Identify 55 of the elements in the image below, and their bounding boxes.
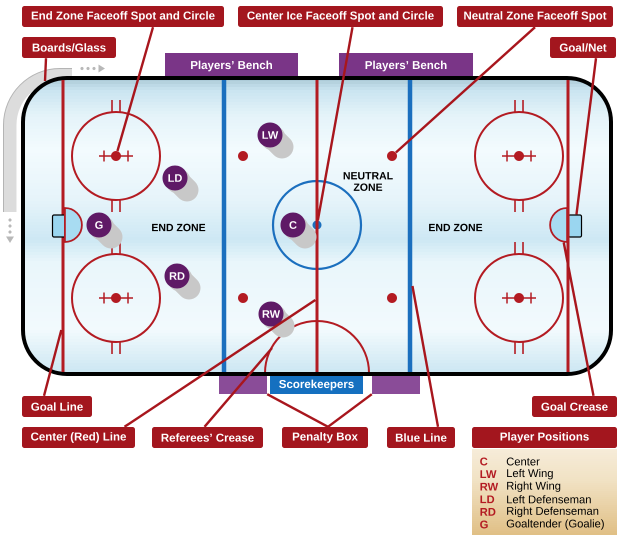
leader-line: [42, 330, 62, 396]
faceoff-spot: [238, 151, 248, 161]
leader-line: [124, 299, 316, 428]
faceoff-spot: [387, 151, 397, 161]
legend-code: LD: [480, 495, 494, 504]
penalty-box: [372, 376, 420, 394]
leader-line: [327, 393, 373, 428]
label-box: Blue Line: [387, 427, 455, 448]
leader-line: [266, 393, 329, 428]
leader-line: [44, 58, 48, 82]
leader-line: [562, 242, 595, 396]
penalty-box: [219, 376, 267, 394]
legend-text: Left Defenseman: [507, 495, 591, 504]
legend-text: Right Defenseman: [507, 506, 598, 518]
legend-code: LW: [480, 470, 496, 478]
label-box: Goal/Net: [550, 37, 616, 58]
legend-code: RW: [480, 482, 498, 491]
zone-label: NEUTRAL ZONE: [344, 172, 393, 191]
faceoff-spot: [514, 151, 524, 161]
label-box: Center (Red) Line: [22, 427, 135, 448]
label-box: End Zone Faceoff Spot and Circle: [22, 6, 224, 27]
leader-line: [316, 27, 354, 221]
goal-line: [316, 80, 318, 372]
label-box: Center Ice Faceoff Spot and Circle: [238, 6, 443, 27]
rink: [21, 76, 613, 376]
faceoff-spot: [111, 293, 121, 303]
label-box: Player Positions: [472, 427, 617, 448]
goal-net: [52, 214, 66, 238]
label-box: Boards/Glass: [22, 37, 116, 58]
faceoff-spot: [238, 293, 248, 303]
leader-line: [575, 58, 598, 215]
legend-code: RD: [480, 508, 496, 516]
leader-line: [395, 26, 536, 154]
goal-line: [566, 80, 570, 372]
legend-code: G: [480, 520, 488, 528]
label-box: Penalty Box: [282, 427, 368, 448]
zone-label: END ZONE: [152, 224, 206, 232]
label-box: Referees’ Crease: [152, 427, 263, 448]
label-box: Goal Line: [22, 396, 92, 417]
label-box: Goal Crease: [532, 396, 617, 417]
legend-code: C: [480, 458, 488, 466]
goal-net: [568, 214, 582, 238]
legend-text: Goaltender (Goalie): [506, 519, 604, 530]
goal-line: [62, 80, 64, 372]
leader-line: [204, 347, 273, 428]
faceoff-spot: [111, 151, 121, 161]
zone-label: END ZONE: [429, 224, 482, 232]
leader-line: [116, 26, 154, 152]
label-box: Neutral Zone Faceoff Spot: [457, 6, 613, 27]
scorekeeper-box: Scorekeepers: [270, 376, 363, 394]
leader-line: [411, 286, 440, 428]
faceoff-spot: [514, 293, 524, 303]
faceoff-spot: [387, 293, 397, 303]
legend-text: Left Wing: [507, 468, 553, 480]
legend-text: Right Wing: [507, 482, 560, 492]
